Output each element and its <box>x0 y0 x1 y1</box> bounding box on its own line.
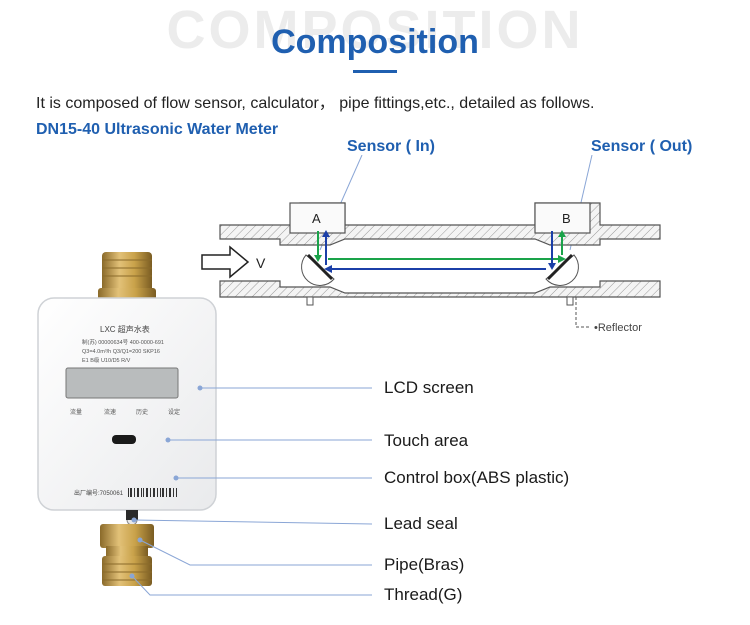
meter-spec-3: E1 B级 U10/D5 R/V <box>82 356 131 364</box>
reflector-leader <box>575 297 590 328</box>
pipe-bottom-wall <box>219 280 661 298</box>
sensor-out-housing <box>534 202 591 234</box>
callout-control-box: Control box(ABS plastic) <box>384 468 570 487</box>
meter-serial: 出厂编号:7050061 <box>74 489 124 497</box>
reflector-right <box>545 254 579 286</box>
point-a-label: A <box>312 211 321 226</box>
sensor-in-label: Sensor ( In) <box>347 138 436 155</box>
page-title: Composition <box>271 23 479 61</box>
callout-lead-seal: Lead seal <box>384 514 458 533</box>
product-subtitle: DN15-40 Ultrasonic Water Meter <box>36 121 279 138</box>
title-watermark: COMPOSITION <box>166 0 584 60</box>
leader-pipe <box>139 539 372 566</box>
intro-text: It is composed of flow sensor, calculato… <box>36 95 595 112</box>
reflector-label: •Reflector <box>594 322 642 334</box>
barcode <box>128 488 177 497</box>
reflector-left <box>301 254 335 286</box>
top-thread <box>102 252 152 292</box>
flow-symbol: V <box>256 255 266 271</box>
callout-touch-area: Touch area <box>384 431 469 450</box>
callout-pipe: Pipe(Bras) <box>384 555 465 574</box>
meter-spec-2: Q3=4.0m³/h Q3/Q1=200 SKP16 <box>82 349 160 355</box>
callout-lcd-screen: LCD screen <box>384 378 474 397</box>
meter-btn-2: 流速 <box>104 408 116 416</box>
meter-btn-3: 历史 <box>136 408 148 416</box>
touch-area <box>112 435 136 444</box>
reflector-left-plate <box>306 253 334 281</box>
leader-thread <box>131 575 372 596</box>
meter-btn-1: 流量 <box>70 408 82 416</box>
lcd-screen <box>65 367 179 399</box>
title-underline <box>353 70 397 73</box>
flow-diagram: A B V •Reflector <box>201 155 661 334</box>
water-meter-image: LXC 超声水表 制(苏) 00000634号 400-0000-691 Q3=… <box>37 252 217 586</box>
reflector-right-plate <box>546 253 574 281</box>
sensor-out-label: Sensor ( Out) <box>591 138 693 155</box>
leader-lead-seal <box>133 519 373 525</box>
callout-thread: Thread(G) <box>384 585 463 604</box>
meter-brand: LXC 超声水表 <box>100 324 150 334</box>
meter-btn-4: 设定 <box>168 408 180 416</box>
flow-arrow-icon <box>201 245 250 279</box>
point-b-label: B <box>562 211 571 226</box>
meter-spec-1: 制(苏) 00000634号 400-0000-691 <box>82 338 164 346</box>
